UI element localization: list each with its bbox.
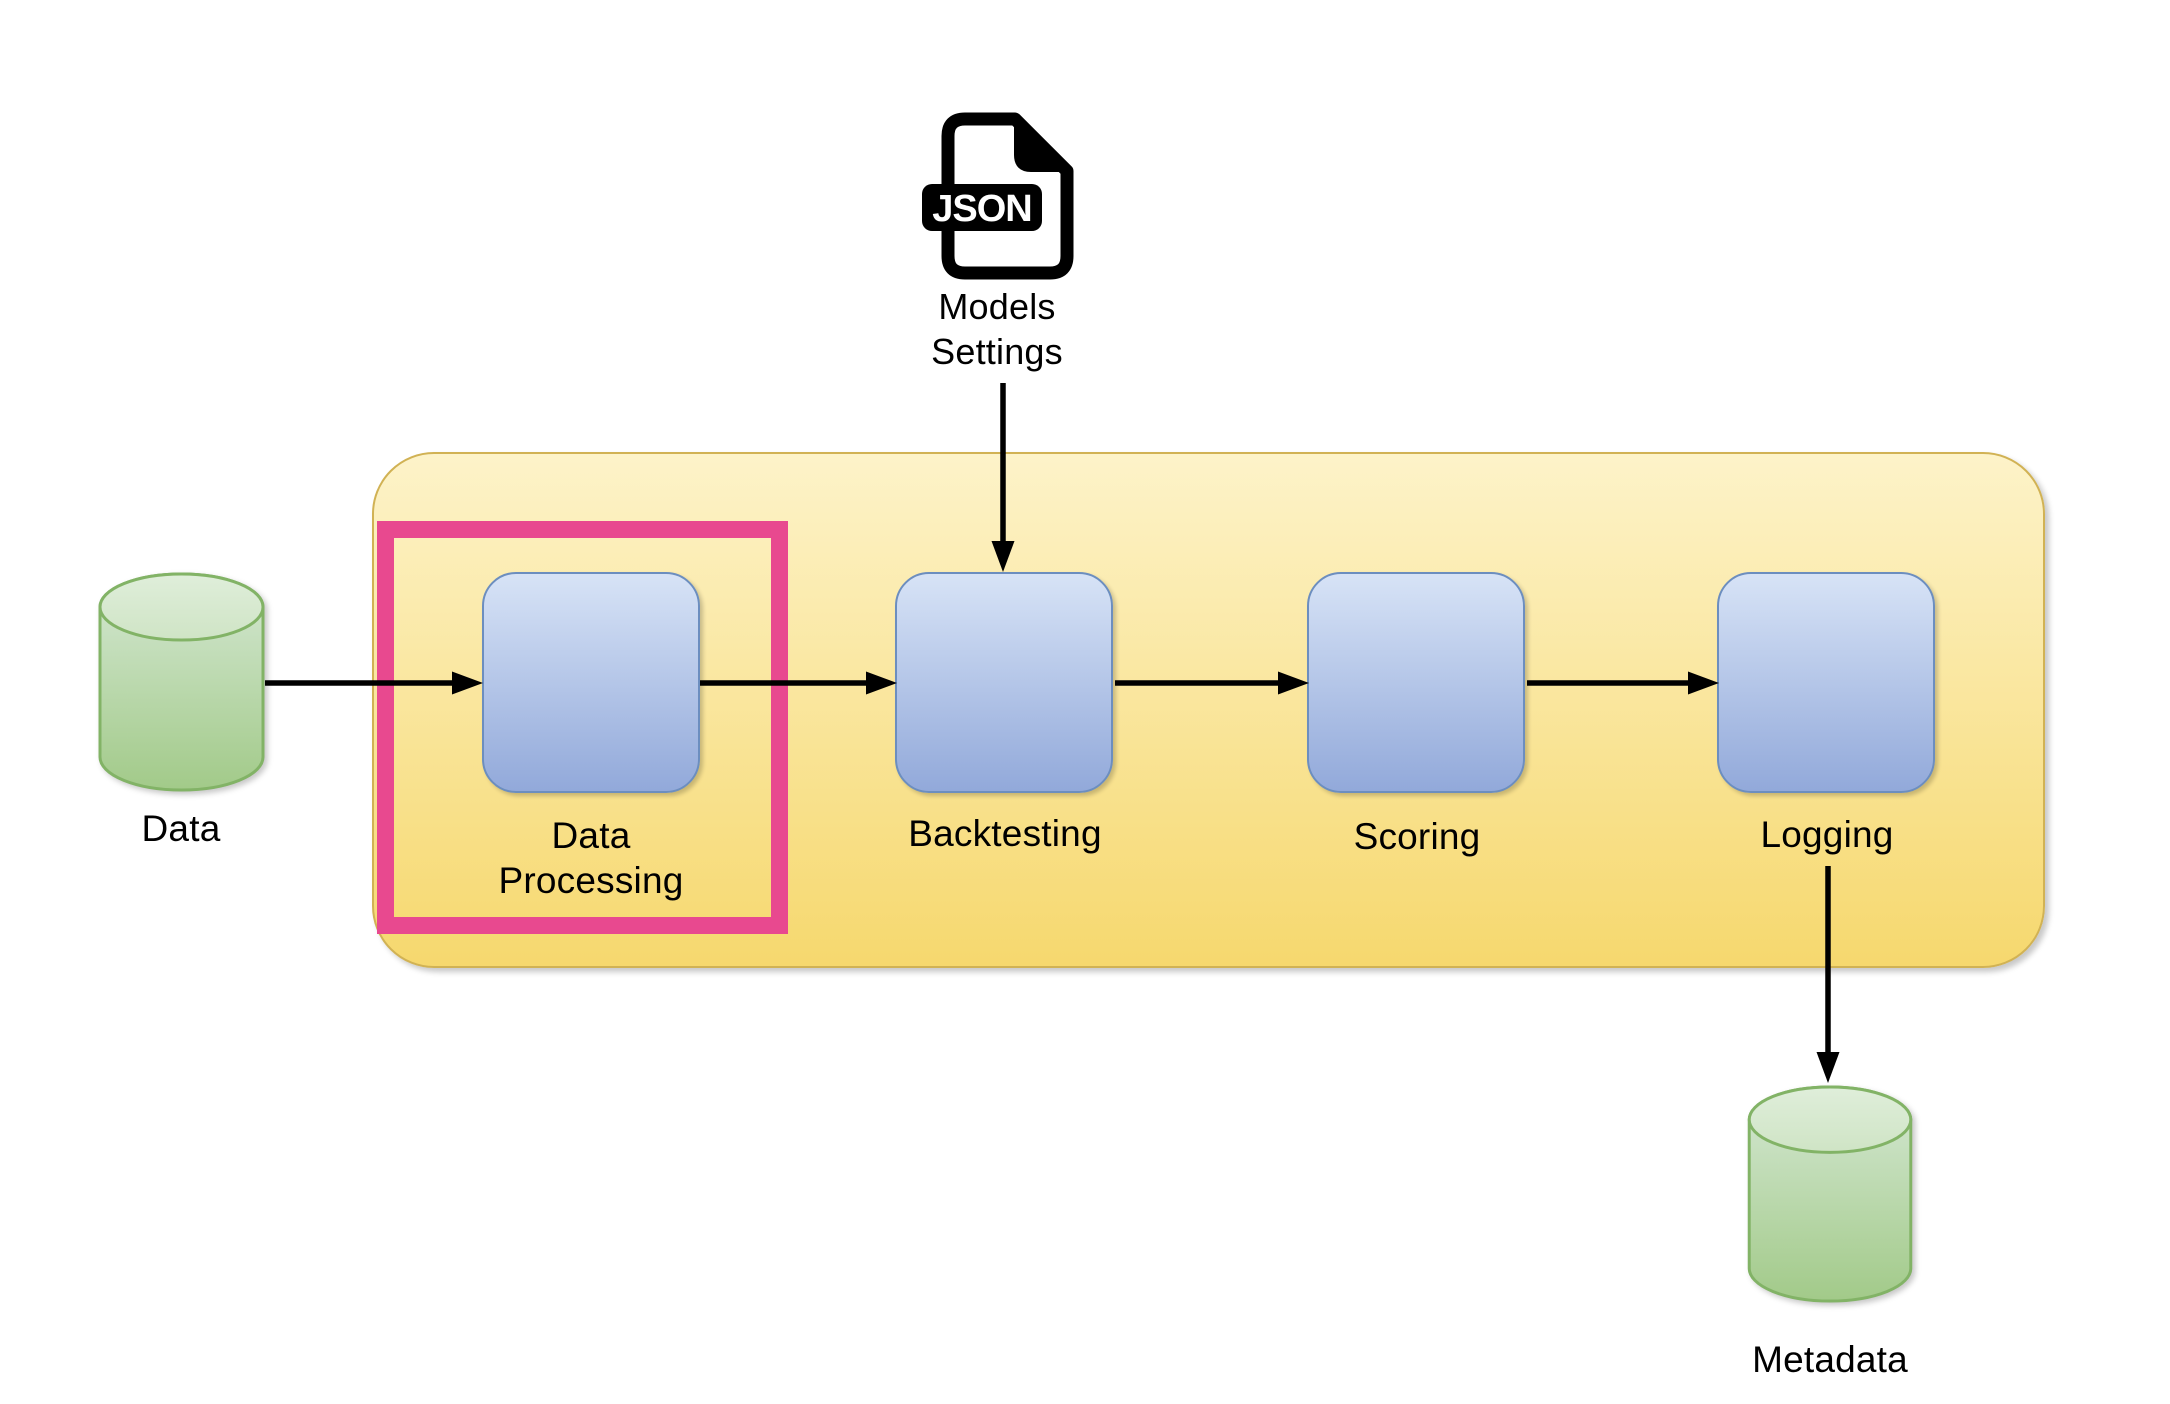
- data-store-label: Data: [141, 808, 221, 849]
- stage-data-processing-label-line1: Data: [551, 815, 631, 856]
- stage-data-processing-label-line2: Processing: [498, 860, 684, 901]
- json-file-icon: JSON: [922, 112, 1074, 280]
- stage-logging: [1717, 572, 1935, 793]
- stage-logging-label: Logging: [1760, 814, 1894, 855]
- stage-data-processing-label: Data Processing: [461, 813, 721, 903]
- arrow-backtesting-to-scoring: [1115, 671, 1309, 695]
- models-settings-label-line2: Settings: [931, 331, 1063, 372]
- arrow-data-to-data-processing: [265, 671, 483, 695]
- arrow-data-processing-to-backtesting: [700, 671, 897, 695]
- stage-backtesting-label: Backtesting: [908, 813, 1102, 854]
- highlight-frame-data-processing: [377, 521, 788, 934]
- json-badge: [922, 184, 1042, 231]
- models-settings-label-line1: Models: [938, 286, 1056, 327]
- stage-scoring: [1307, 572, 1525, 793]
- stage-data-processing: [482, 572, 700, 793]
- json-badge-text: JSON: [932, 188, 1031, 230]
- data-store-cylinder: [98, 572, 265, 792]
- arrow-logging-to-metadata: [1816, 866, 1840, 1083]
- models-settings-label: Models Settings: [887, 284, 1107, 374]
- metadata-store-label: Metadata: [1752, 1339, 1908, 1380]
- stage-backtesting: [895, 572, 1113, 793]
- arrow-scoring-to-logging: [1527, 671, 1719, 695]
- arrow-models-settings-to-backtesting: [991, 383, 1015, 572]
- metadata-store-cylinder: [1747, 1085, 1913, 1303]
- stage-scoring-label: Scoring: [1353, 816, 1481, 857]
